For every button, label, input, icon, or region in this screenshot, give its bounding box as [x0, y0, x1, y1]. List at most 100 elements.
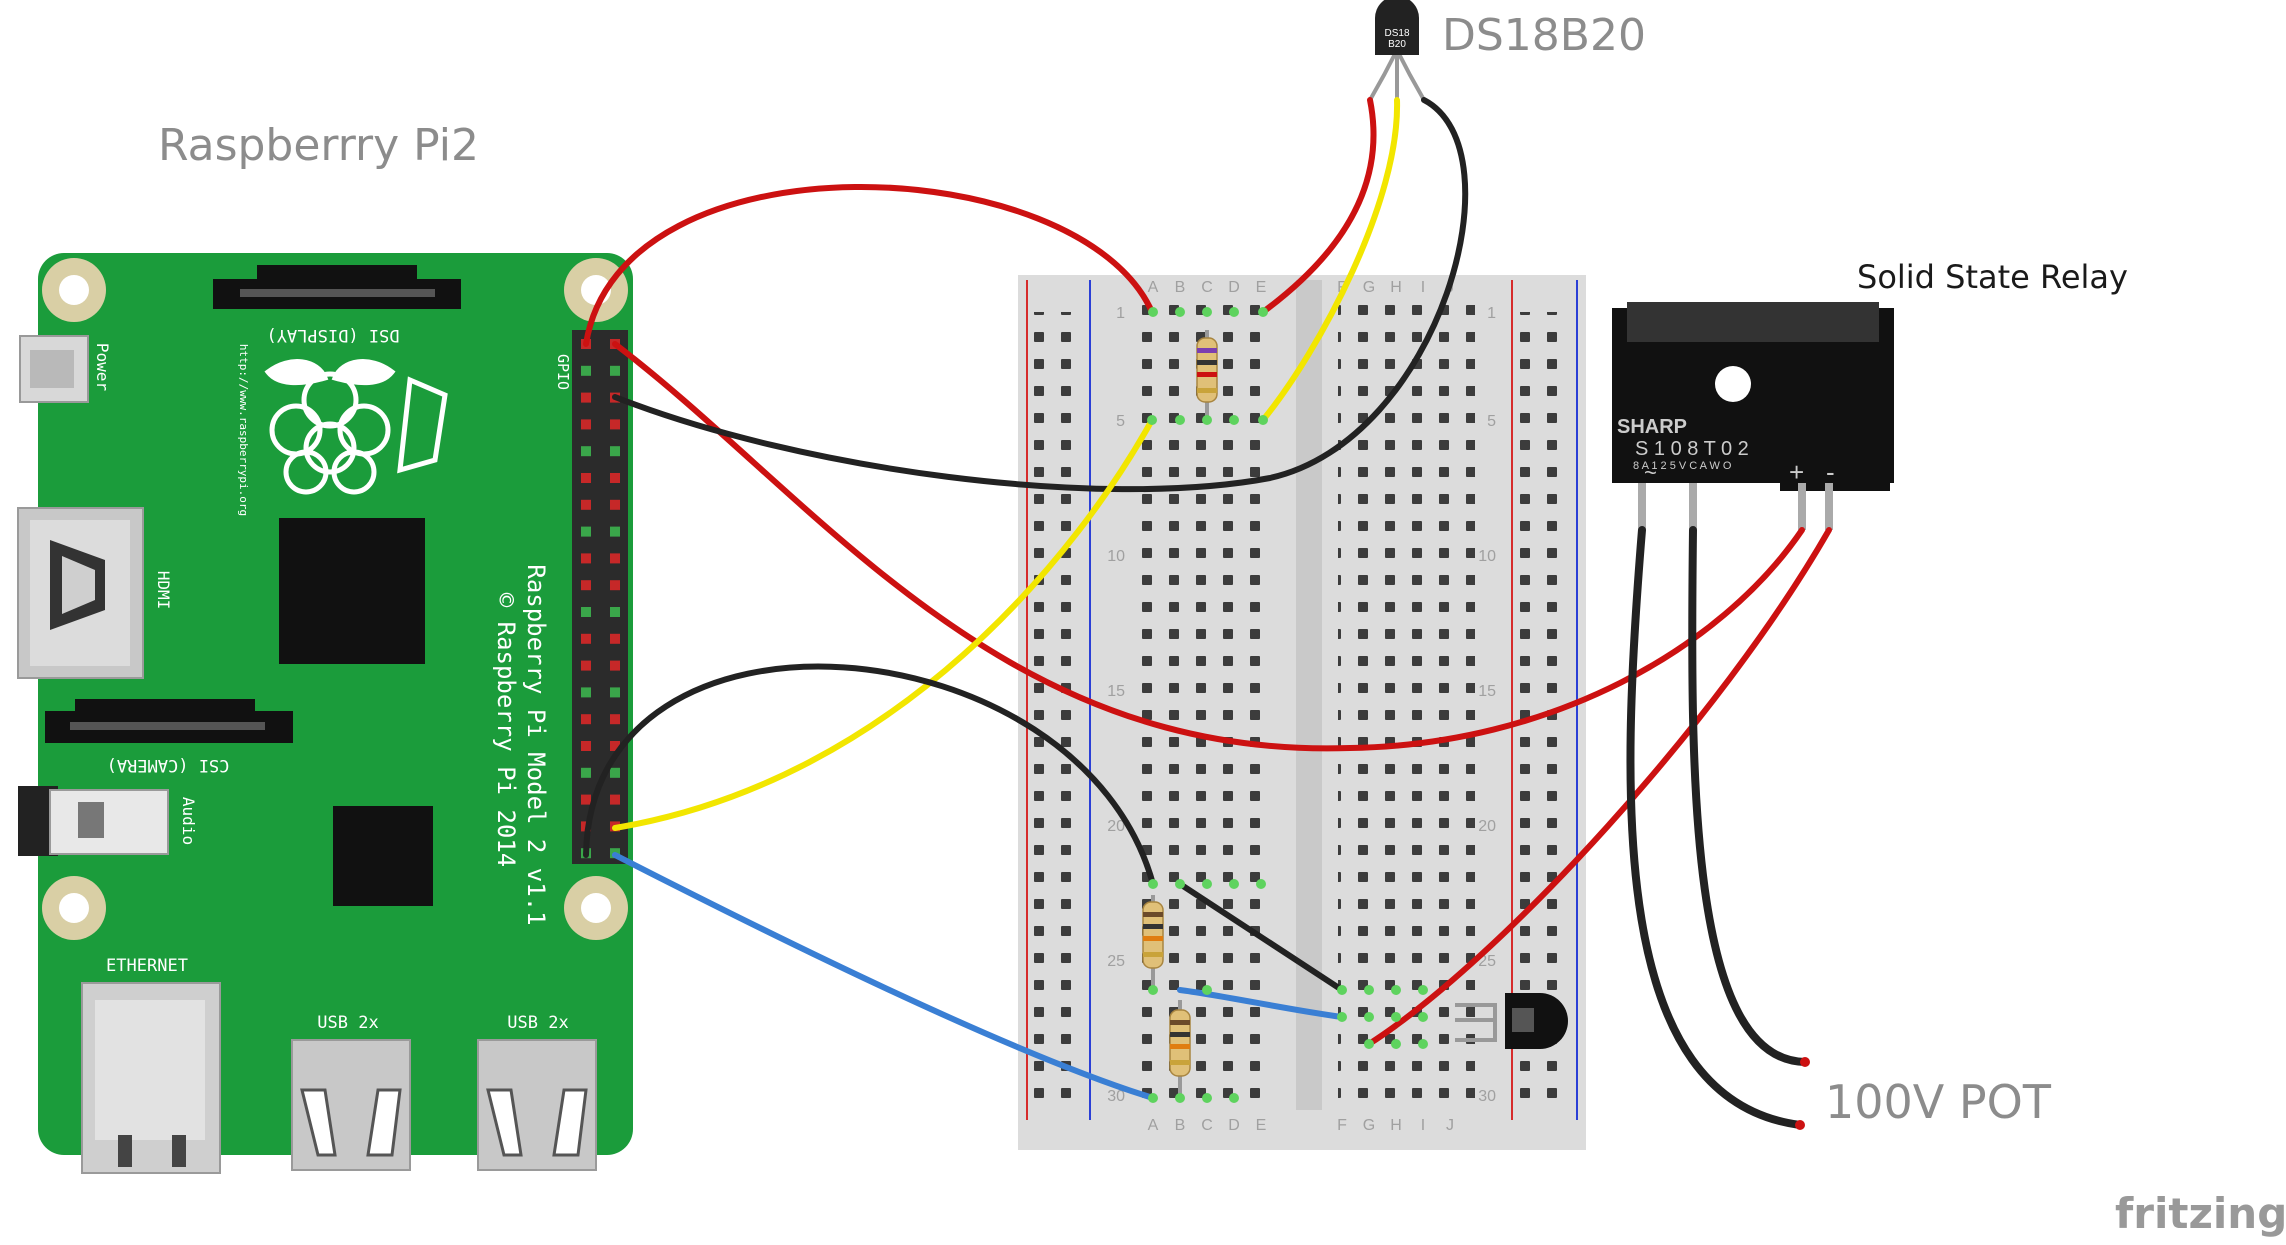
bb-col-label: H	[1390, 279, 1402, 296]
sensor-title: DS18B20	[1442, 10, 1646, 61]
transistor	[1455, 993, 1568, 1049]
gpio-pin	[581, 446, 591, 457]
bb-col-label: B	[1175, 1117, 1186, 1134]
gpio-pin	[581, 687, 591, 698]
connection-point	[1364, 985, 1374, 995]
bb-col-label: A	[1148, 279, 1159, 296]
connection-point	[1391, 1012, 1401, 1022]
bb-col-label: J	[1446, 1117, 1454, 1134]
bb-row-label: 30	[1478, 1088, 1496, 1105]
wires	[583, 97, 1832, 1130]
resistor-1	[1196, 330, 1218, 420]
bb-row-label: 1	[1487, 305, 1496, 322]
solid-state-relay: SHARP S 1 0 8 T 0 2 8 A 1 2 5 V C A W O …	[1612, 302, 1894, 530]
connection-point	[1148, 1093, 1158, 1103]
gpio-pin	[581, 473, 591, 483]
connection-point	[1148, 307, 1158, 317]
gpio-pin	[610, 660, 620, 671]
wire-ac-1	[1626, 526, 1804, 1129]
bb-col-label: F	[1337, 1117, 1347, 1134]
bb-row-label: 20	[1107, 818, 1125, 835]
mounting-holes	[42, 258, 628, 940]
gpio-pin	[610, 419, 620, 430]
gpio-label: GPIO	[554, 354, 572, 390]
gpio-pin	[581, 526, 591, 537]
sensor-chip-line1: DS18	[1384, 28, 1409, 39]
gpio-pin	[581, 392, 591, 403]
gpio-pin	[610, 365, 620, 376]
gpio-pin	[610, 499, 620, 510]
relay-minus: -	[1826, 457, 1835, 487]
connection-point	[1391, 1039, 1401, 1049]
bb-col-label: E	[1256, 1117, 1267, 1134]
connection-point	[1229, 879, 1239, 889]
power-port	[19, 335, 89, 403]
connection-point	[1202, 985, 1212, 995]
bb-row-label: 30	[1107, 1088, 1125, 1105]
resistor-3	[1169, 1000, 1191, 1098]
ethernet-label: ETHERNET	[106, 956, 188, 976]
connection-point	[1337, 985, 1347, 995]
csi-label: CSI (CAMERA)	[107, 755, 230, 775]
connection-point	[1364, 1012, 1374, 1022]
gpio-pin	[610, 794, 620, 805]
relay-tilde: ~	[1644, 460, 1657, 485]
connection-point	[1258, 415, 1268, 425]
bb-col-label: E	[1256, 279, 1267, 296]
gpio-pin	[581, 419, 591, 430]
wire-red-relay-minus	[1366, 527, 1832, 1047]
dsi-label: DSI (DISPLAY)	[266, 325, 399, 345]
connection-point	[1418, 1012, 1428, 1022]
bb-row-label: 15	[1478, 683, 1496, 700]
gpio-pin	[610, 767, 620, 778]
left-rail-holes	[1030, 312, 1086, 1112]
gpio-pin	[581, 499, 591, 510]
connection-point	[1175, 415, 1185, 425]
gpio-pin	[581, 607, 591, 617]
wire-black-transistor-emitter	[1177, 881, 1345, 993]
wire-black-ground-sensor	[612, 97, 1469, 493]
bb-col-label: G	[1363, 279, 1375, 296]
bb-row-label: 5	[1487, 413, 1496, 430]
bb-col-label: I	[1421, 279, 1425, 296]
wire-yellow-gpio4	[612, 417, 1155, 831]
relay-brand: SHARP	[1617, 416, 1687, 438]
connection-point	[1258, 307, 1268, 317]
fritzing-logo: fritzing	[2115, 1189, 2286, 1238]
connection-point	[1418, 985, 1428, 995]
audio-jack	[18, 786, 169, 856]
connection-point	[1202, 415, 1212, 425]
gpio-pin	[610, 714, 620, 725]
bb-col-label: C	[1201, 279, 1213, 296]
raspberry-logo	[264, 359, 448, 495]
bb-col-label: G	[1363, 1117, 1375, 1134]
hdmi-port	[17, 507, 144, 679]
connection-point	[1391, 985, 1401, 995]
wire-blue-gpio	[612, 852, 1156, 1101]
connection-point	[1147, 415, 1157, 425]
bb-row-label: 15	[1107, 683, 1125, 700]
connection-point	[1202, 879, 1212, 889]
left-terminal-holes	[1140, 302, 1277, 1114]
wire-red-5v-relay	[612, 341, 1805, 752]
gpio-pin	[610, 687, 620, 698]
bb-col-label: H	[1390, 1117, 1402, 1134]
connection-point	[1418, 1039, 1428, 1049]
connection-point	[1202, 307, 1212, 317]
audio-label: Audio	[179, 797, 198, 845]
resistor-2	[1142, 895, 1164, 992]
wire-black-ground-bb	[583, 663, 1156, 887]
wire-ac-2	[1688, 526, 1809, 1066]
csi-connector	[45, 699, 293, 743]
bb-col-label: B	[1175, 279, 1186, 296]
gpio-pin	[581, 714, 591, 725]
connection-point	[1202, 1093, 1212, 1103]
connection-point	[1175, 1093, 1185, 1103]
relay-rating: 8 A 1 2 5 V C A W O	[1633, 460, 1732, 472]
connection-point	[1256, 879, 1266, 889]
rpi-url: http://www.raspberrypi.org	[237, 344, 250, 516]
bb-col-label: I	[1421, 1117, 1425, 1134]
bb-row-label: 10	[1107, 548, 1125, 565]
